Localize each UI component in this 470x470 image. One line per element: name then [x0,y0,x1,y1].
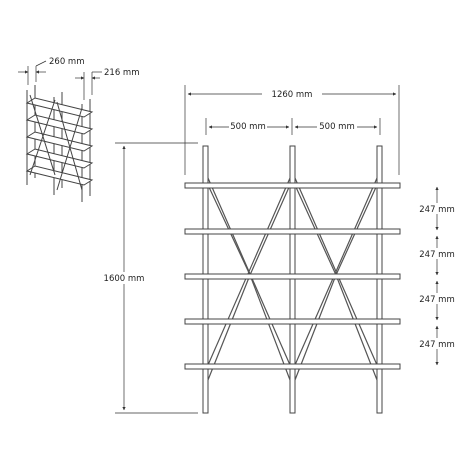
gap-2-label-bg [418,248,456,259]
shelf-4 [184,318,401,325]
total-width-label-bg [262,87,322,99]
bay-right-label-bg [317,120,357,132]
shelf-gap-1-label: 247 mm [419,205,455,215]
bay-right-label: 500 mm [319,122,355,132]
shelf-3 [184,273,401,280]
thumb-depth-dimension [18,60,47,85]
total-width-label: 1260 mm [272,90,313,100]
shelf-2 [184,228,401,235]
thumb-shelf-depth-dimension [75,71,102,100]
gap-1-label-bg [418,203,456,214]
gap-3-label-bg [418,293,456,304]
thumbnail-iso-view [25,85,94,202]
shelf-5 [184,363,401,370]
gap-4-label-bg [418,338,456,349]
bay-left-label: 500 mm [230,122,266,132]
height-label: 1600 mm [104,274,145,284]
shelves [184,182,401,370]
height-label-bg [102,272,146,284]
bay-left-label-bg [229,120,267,132]
shelf-1 [184,182,401,189]
shelf-gap-2-label: 247 mm [419,250,455,260]
thumb-shelf-depth-label: 216 mm [104,68,140,78]
thumb-depth-label: 260 mm [49,57,85,67]
shelf-gap-4-label: 247 mm [419,340,455,350]
shelf-gap-3-label: 247 mm [419,295,455,305]
